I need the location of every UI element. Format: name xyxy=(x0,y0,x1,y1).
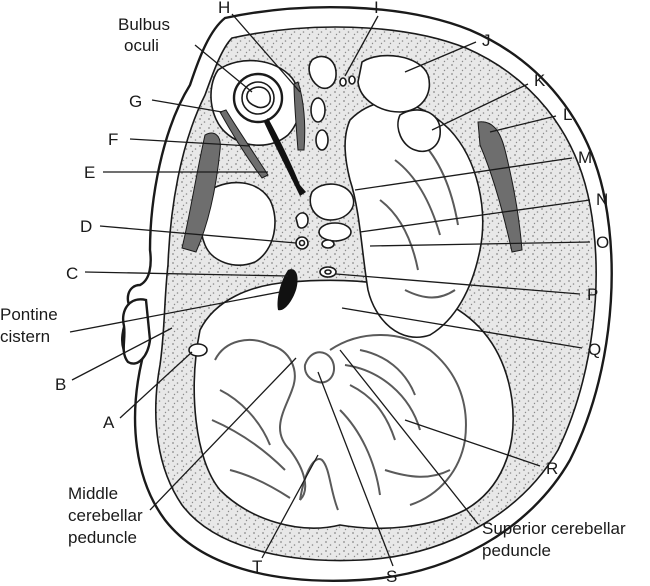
carotid-d-inner xyxy=(298,239,306,247)
label-superior-2: peduncle xyxy=(482,541,551,560)
label-e: E xyxy=(84,163,95,182)
lens xyxy=(246,86,272,109)
label-i: I xyxy=(374,0,379,17)
lead-s xyxy=(317,371,394,567)
lead-m xyxy=(354,157,573,191)
medial-rectus xyxy=(293,81,306,151)
cerebellum-folia-right xyxy=(329,334,467,506)
leader-lines xyxy=(69,13,591,567)
structure-near-d xyxy=(295,212,309,229)
lead-o xyxy=(369,241,591,247)
basilar-artery-inner xyxy=(324,269,332,275)
label-bulbus-2: oculi xyxy=(124,36,159,55)
sphenoid-sinus xyxy=(309,183,355,221)
lead-bulbus xyxy=(194,44,253,93)
label-n: N xyxy=(596,190,608,209)
lateral-rectus xyxy=(219,109,269,179)
ethmoid-cells xyxy=(308,55,337,90)
label-middle-1: Middle xyxy=(68,484,118,503)
label-o: O xyxy=(596,233,609,252)
sinus-cell-small xyxy=(310,97,326,123)
maxillary-sinus xyxy=(397,109,441,153)
label-b: B xyxy=(55,375,66,394)
sinus-cell-small-2 xyxy=(315,129,329,151)
central-structure-n xyxy=(318,222,352,242)
lead-n xyxy=(359,199,591,233)
label-q: Q xyxy=(588,340,601,359)
label-r: R xyxy=(546,459,558,478)
lead-r xyxy=(404,419,541,467)
temporalis-right xyxy=(477,121,523,253)
label-a: A xyxy=(103,413,115,432)
label-j: J xyxy=(482,31,491,50)
lead-i xyxy=(344,15,379,77)
label-s: S xyxy=(386,567,397,586)
lead-t xyxy=(261,454,319,559)
cerebellum-folia-left xyxy=(211,339,307,501)
label-middle-2: cerebellar xyxy=(68,506,143,525)
central-structure-n2 xyxy=(321,239,335,249)
label-superior-1: Superior cerebellar xyxy=(482,519,626,538)
label-c: C xyxy=(66,264,78,283)
label-d: D xyxy=(80,217,92,236)
lead-b xyxy=(71,327,173,381)
lead-k xyxy=(431,83,529,131)
labels: Bulbus oculi H I J K L G F E M N O D C P… xyxy=(0,0,626,586)
label-pontine-2: cistern xyxy=(0,327,50,346)
optic-nerve xyxy=(264,118,306,196)
lead-p xyxy=(335,273,581,295)
lead-l xyxy=(489,115,557,133)
label-middle-3: peduncle xyxy=(68,528,137,547)
label-k: K xyxy=(534,71,546,90)
lead-g xyxy=(151,99,223,113)
lead-d xyxy=(99,225,297,244)
fourth-ventricle xyxy=(303,351,336,384)
temporalis-left xyxy=(181,132,221,253)
foramen-i xyxy=(339,77,347,87)
lead-j xyxy=(404,41,477,73)
label-l: L xyxy=(563,105,572,124)
label-f: F xyxy=(108,130,118,149)
lead-c xyxy=(84,271,289,277)
lead-a xyxy=(119,351,193,419)
black-structure-c xyxy=(277,269,298,311)
label-m: M xyxy=(578,148,592,167)
label-t: T xyxy=(252,557,262,576)
label-bulbus-1: Bulbus xyxy=(118,15,170,34)
label-p: P xyxy=(587,285,598,304)
label-g: G xyxy=(129,92,142,111)
lead-f xyxy=(129,138,251,147)
lead-middle xyxy=(149,357,297,511)
label-h: H xyxy=(218,0,230,17)
lead-pontine xyxy=(69,291,281,333)
posterior-fossa xyxy=(193,279,514,530)
lead-h xyxy=(231,13,301,93)
temporal-gyri xyxy=(379,139,459,299)
foramen-i2 xyxy=(348,75,356,85)
acoustic-meatus xyxy=(188,343,208,357)
ear-outline xyxy=(121,298,152,365)
label-pontine-1: Pontine xyxy=(0,305,58,324)
lead-superior xyxy=(339,349,479,525)
lead-q xyxy=(341,307,583,349)
